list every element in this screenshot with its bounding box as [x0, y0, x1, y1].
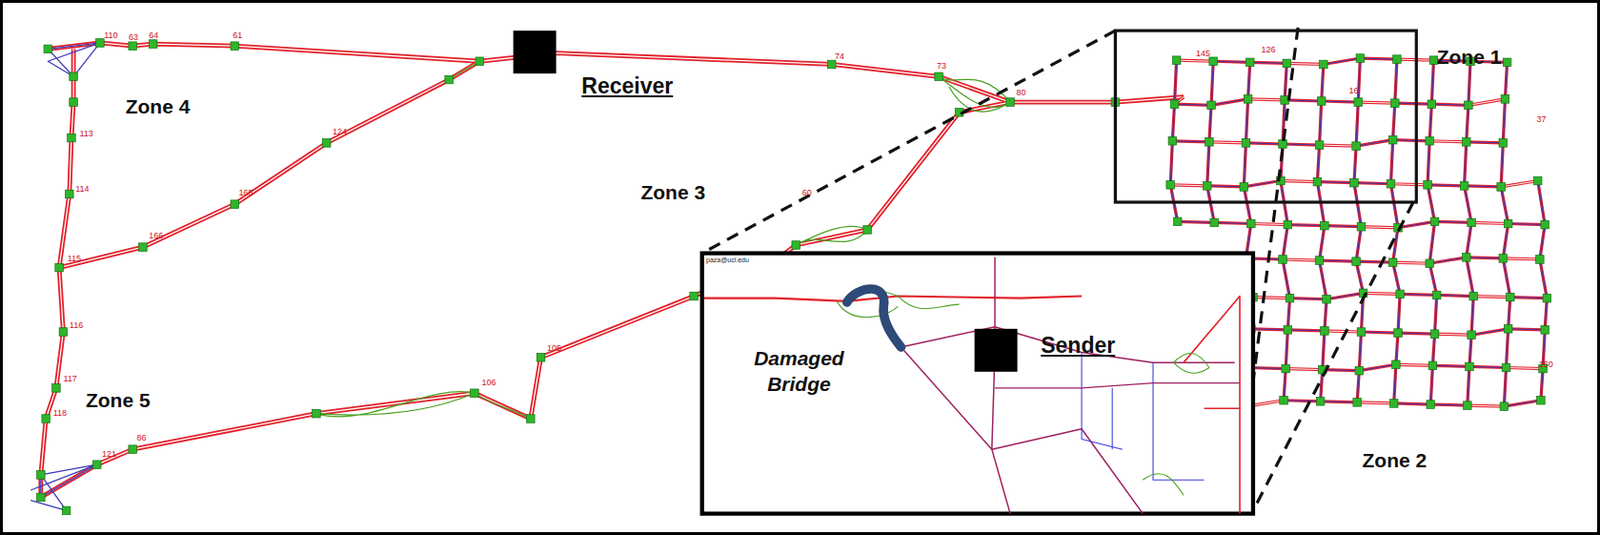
- node-number: 165: [239, 187, 254, 198]
- node-number: 86: [136, 432, 146, 443]
- endpoint-label: Receiver: [581, 73, 673, 100]
- zone-label: Zone 5: [85, 388, 151, 412]
- network-nodes: [37, 39, 1552, 515]
- watermark: paza@uci.edu: [706, 256, 750, 264]
- node-number: 124: [332, 126, 347, 137]
- endpoint-label: Sender: [1040, 332, 1115, 359]
- endpoint-node: Receiver: [581, 73, 673, 100]
- node-number: 73: [936, 60, 947, 71]
- node-number: 126: [1261, 44, 1276, 55]
- node-number: 63: [128, 32, 139, 42]
- node-number: 61: [232, 30, 243, 41]
- node-number: 16: [1349, 85, 1359, 96]
- zoom-frame: [1114, 30, 1417, 203]
- node-number: 37: [1537, 114, 1547, 124]
- node-number: 110: [103, 30, 118, 41]
- receiver-marker: [513, 30, 557, 74]
- node-number: 80: [1016, 87, 1027, 98]
- node-number: 60: [802, 187, 812, 198]
- node-number: 150: [1539, 359, 1554, 369]
- zone-label: Zone 1: [1437, 45, 1502, 69]
- sender-marker: [974, 328, 1018, 372]
- zone-label: Zone 2: [1362, 448, 1428, 472]
- node-number: 114: [75, 183, 89, 194]
- endpoint-node: Sender: [1040, 332, 1115, 359]
- node-number: 145: [1195, 48, 1211, 59]
- callout-label: Damaged Bridge: [743, 344, 856, 398]
- node-number: 105: [546, 343, 562, 353]
- zone-label: Zone 3: [640, 181, 706, 204]
- node-number: 106: [481, 377, 496, 387]
- damaged-bridge: [847, 288, 902, 347]
- node-number: 166: [148, 230, 163, 241]
- node-number: 74: [834, 51, 845, 61]
- node-number: 64: [148, 30, 159, 41]
- node-number: 118: [53, 407, 67, 418]
- zoom-inset: [702, 253, 1254, 514]
- node-number: 116: [69, 320, 83, 330]
- node-number: 113: [80, 128, 94, 139]
- zone-label: Zone 4: [125, 95, 191, 119]
- node-number: 115: [67, 253, 82, 264]
- node-number: 117: [62, 373, 77, 384]
- node-number: 121: [101, 448, 117, 459]
